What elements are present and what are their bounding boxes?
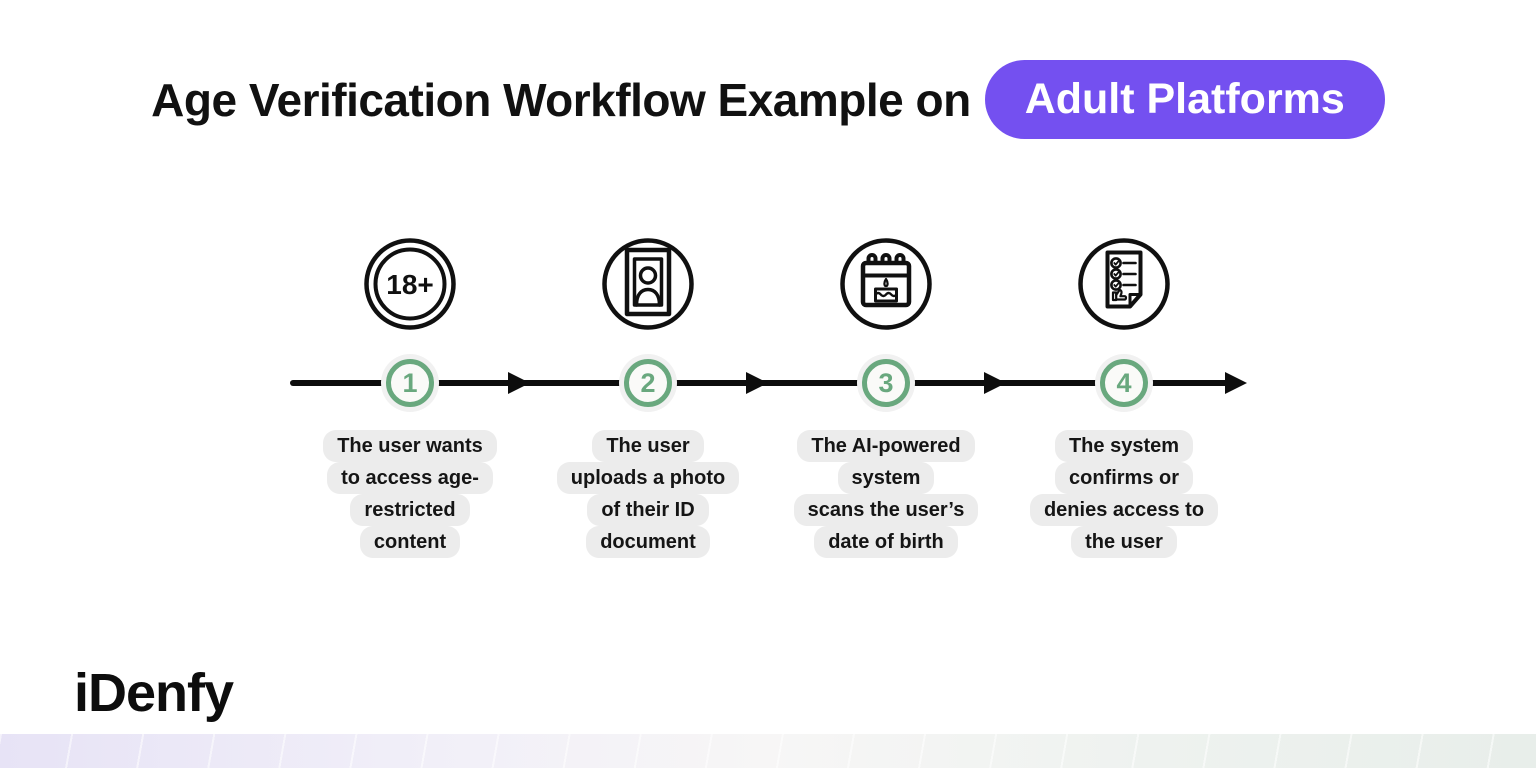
arrow-right-icon bbox=[746, 372, 768, 394]
label-line: denies access to bbox=[1029, 494, 1219, 526]
adult-platforms-badge: Adult Platforms bbox=[984, 60, 1385, 139]
step-2-label: The user uploads a photo of their ID doc… bbox=[528, 430, 768, 558]
label-line: The user bbox=[592, 430, 704, 462]
label-line: content bbox=[359, 526, 461, 558]
arrow-right-icon bbox=[508, 372, 530, 394]
step-3-marker: 3 bbox=[857, 354, 915, 412]
label-line: document bbox=[586, 526, 710, 558]
arrow-right-icon bbox=[1225, 372, 1247, 394]
step-3-label: The AI-powered system scans the user’s d… bbox=[766, 430, 1006, 558]
title-row: Age Verification Workflow Example on Adu… bbox=[0, 60, 1536, 139]
label-line: uploads a photo bbox=[556, 462, 740, 494]
step-4-marker: 4 bbox=[1095, 354, 1153, 412]
approval-checklist-icon bbox=[1076, 236, 1172, 332]
label-line: date of birth bbox=[814, 526, 958, 558]
label-line: to access age- bbox=[327, 462, 493, 494]
step-number: 3 bbox=[862, 359, 910, 407]
label-line: confirms or bbox=[1054, 462, 1194, 494]
svg-text:18+: 18+ bbox=[386, 269, 434, 300]
age-18-plus-icon: 18+ bbox=[362, 236, 458, 332]
label-line: The AI-powered bbox=[797, 430, 975, 462]
arrow-right-icon bbox=[984, 372, 1006, 394]
label-line: system bbox=[837, 462, 935, 494]
step-1-marker: 1 bbox=[381, 354, 439, 412]
label-line: the user bbox=[1071, 526, 1177, 558]
idenfy-logo: iDenfy bbox=[74, 663, 234, 723]
step-number: 2 bbox=[624, 359, 672, 407]
step-1-label: The user wants to access age- restricted… bbox=[290, 430, 530, 558]
label-line: of their ID bbox=[587, 494, 709, 526]
id-photo-icon bbox=[600, 236, 696, 332]
birthday-calendar-icon bbox=[838, 236, 934, 332]
step-number: 4 bbox=[1100, 359, 1148, 407]
label-line: The system bbox=[1054, 430, 1194, 462]
label-line: scans the user’s bbox=[793, 494, 979, 526]
step-number: 1 bbox=[386, 359, 434, 407]
step-2-marker: 2 bbox=[619, 354, 677, 412]
page-title: Age Verification Workflow Example on bbox=[151, 73, 971, 126]
footer-strip bbox=[0, 734, 1536, 768]
label-line: restricted bbox=[350, 494, 470, 526]
step-4-label: The system confirms or denies access to … bbox=[1004, 430, 1244, 558]
label-line: The user wants bbox=[323, 430, 497, 462]
